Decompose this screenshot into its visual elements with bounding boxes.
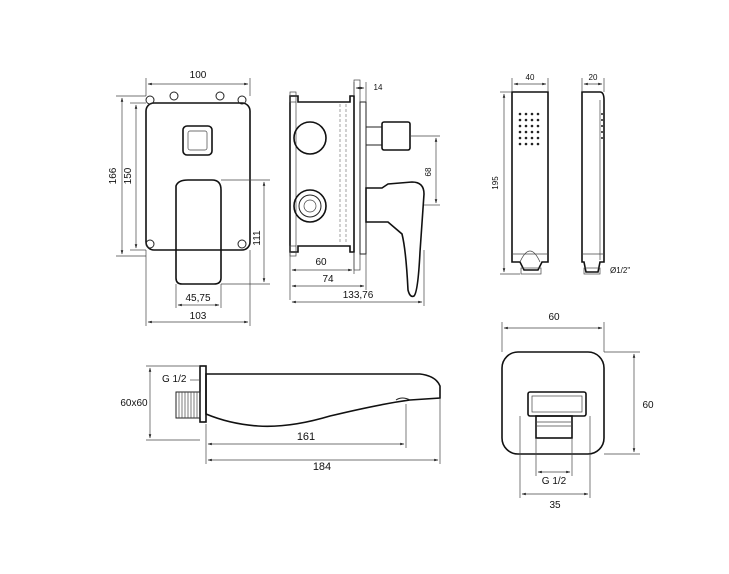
dim-shower-front-width: 40: [526, 73, 535, 82]
plate-front-view: 100 166 150 111 45,75 103: [108, 70, 270, 326]
outlet-view: 60 60 G 1/2 35: [501, 312, 654, 511]
mount-hole-tl: [145, 95, 155, 105]
mount-hole-br: [237, 239, 247, 249]
mount-hole-bl: [145, 239, 155, 249]
dim-outlet-width: 60: [548, 312, 560, 323]
spout-view: 60x60 G 1/2 161 184: [120, 365, 441, 473]
lower-inlet: [293, 189, 327, 223]
dim-spout-rosette: 60x60: [120, 398, 148, 409]
mount-hole-tc2: [215, 91, 225, 101]
spout-rosette: [199, 365, 207, 423]
nozzle-grid: [518, 112, 540, 146]
dim-offset-68: 68: [424, 167, 433, 176]
mount-hole-tc1: [169, 91, 179, 101]
dim-spout-184: 184: [313, 461, 331, 473]
dim-plate-bottom-width: 103: [190, 311, 207, 322]
mount-hole-tr: [237, 95, 247, 105]
wall-surface: [353, 79, 361, 271]
dim-shower-thread: Ø1/2": [610, 266, 630, 275]
dim-shower-length: 195: [491, 176, 500, 190]
dim-depth-60: 60: [315, 257, 327, 268]
plate-outline: [145, 102, 251, 251]
dim-spout-161: 161: [297, 431, 315, 443]
dim-plate-height-outer: 166: [108, 167, 119, 184]
diverter-button: [182, 125, 213, 156]
dim-outlet-thread: G 1/2: [542, 476, 567, 487]
dim-plate-width: 100: [190, 70, 207, 81]
outlet-plate: [501, 351, 605, 455]
dim-shower-side-width: 20: [589, 73, 598, 82]
dim-spout-thread: G 1/2: [162, 374, 187, 385]
dim-lever-width: 45,75: [185, 293, 210, 304]
outlet-elbow: [527, 391, 587, 417]
diverter-knob-side: [381, 121, 411, 151]
dim-plate-height-inner: 150: [123, 167, 134, 184]
dim-lever-height: 111: [252, 230, 263, 246]
dim-outlet-inner: 35: [549, 500, 561, 511]
valve-body: [289, 95, 355, 253]
lever-handle: [175, 179, 222, 285]
lever-side: [365, 181, 425, 298]
upper-inlet: [293, 121, 327, 155]
body-side-view: 14 68 60 74 133,76: [289, 79, 440, 306]
dim-depth-74: 74: [322, 274, 334, 285]
dim-wall-14: 14: [374, 83, 383, 92]
hand-shower-side: [581, 91, 605, 273]
outlet-nipple: [535, 415, 573, 439]
hand-shower-front: [511, 91, 549, 271]
dim-total-133-76: 133,76: [343, 290, 374, 301]
hand-shower-view: 40 195 20 Ø1/2": [491, 73, 630, 275]
spout-body: [205, 373, 441, 428]
dim-outlet-height: 60: [642, 400, 654, 411]
plate-edge: [359, 101, 367, 255]
diverter-button-inner: [187, 130, 208, 151]
